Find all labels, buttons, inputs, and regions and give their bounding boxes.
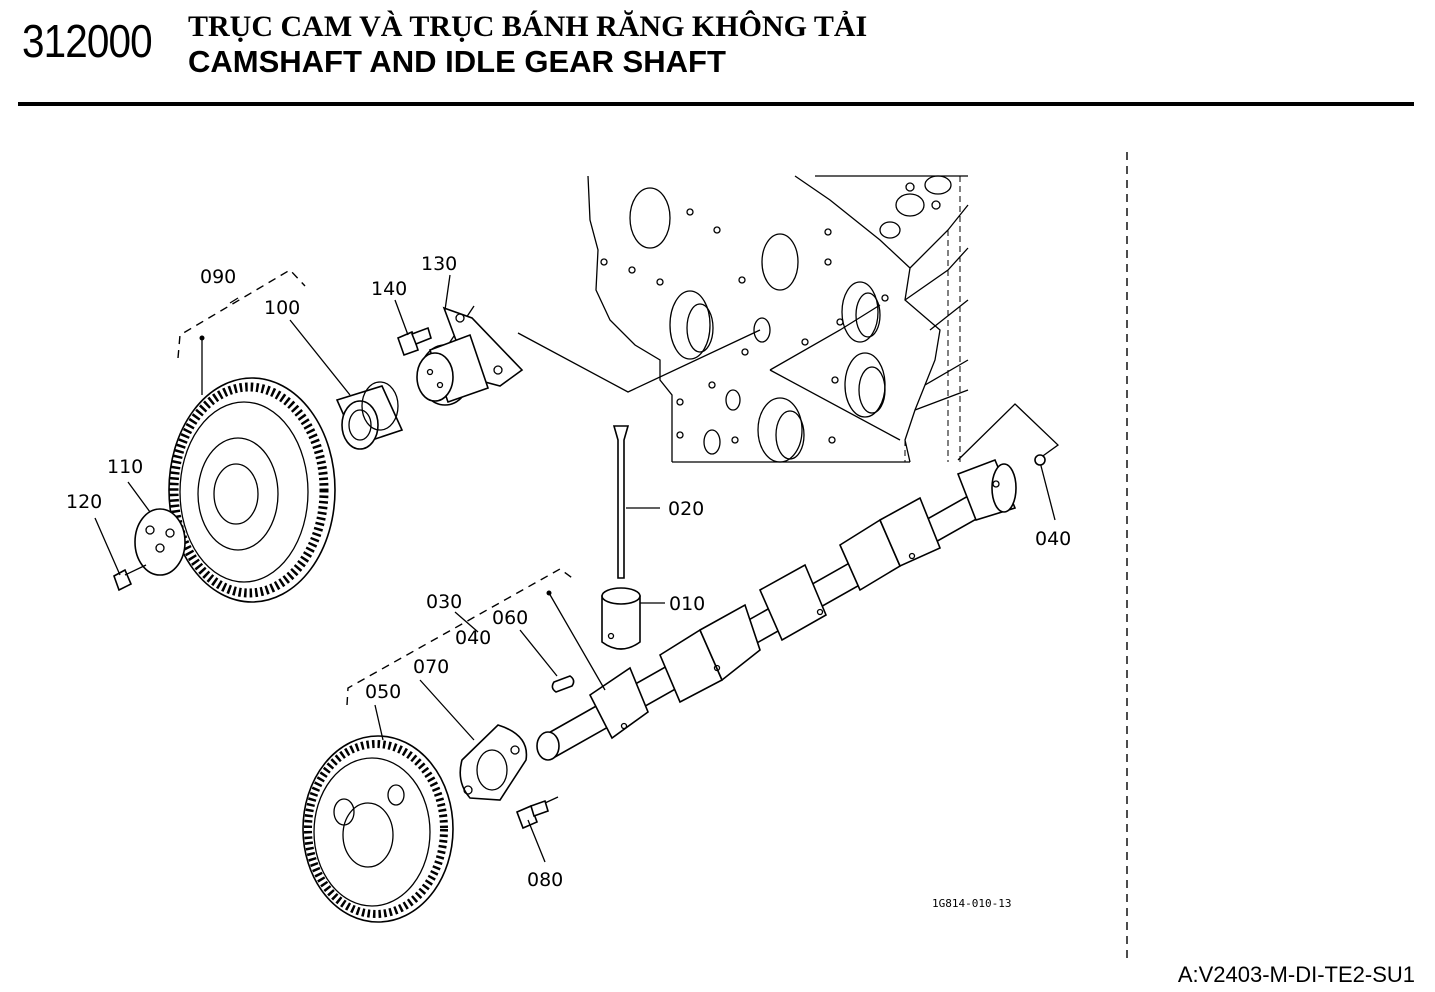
callout-060: 060	[492, 607, 528, 629]
thrust-collar	[113, 508, 186, 592]
page-title-vietnamese: TRỤC CAM VÀ TRỤC BÁNH RĂNG KHÔNG TẢI	[188, 10, 868, 43]
figure-code: 1G814-010-13	[932, 897, 1011, 910]
idle-gear-shaft	[416, 306, 524, 406]
idle-shaft-bolt	[396, 326, 432, 357]
cam-gear	[302, 735, 454, 923]
push-rod	[612, 425, 630, 579]
callout-120: 120	[66, 491, 102, 513]
callout-140: 140	[371, 278, 407, 300]
header-divider	[18, 102, 1414, 106]
camshaft	[536, 458, 1017, 761]
idle-gear-bushing	[335, 381, 404, 450]
callout-040-plug: 040	[1035, 528, 1071, 550]
idle-gear	[168, 377, 336, 603]
callout-030: 030	[426, 591, 462, 613]
stopper-bolt	[515, 796, 559, 830]
callout-070: 070	[413, 656, 449, 678]
document-code: A:V2403-M-DI-TE2-SU1	[1177, 962, 1415, 987]
callout-080: 080	[527, 869, 563, 891]
callout-100: 100	[264, 297, 300, 319]
camshaft-stopper	[459, 724, 528, 801]
callout-050: 050	[365, 681, 401, 703]
engine-block	[587, 175, 969, 463]
callout-040-camshaft: 040	[455, 627, 491, 649]
tappet	[601, 587, 641, 650]
page-code: 312000	[22, 15, 153, 67]
callout-020: 020	[668, 498, 704, 520]
page-title-english: CAMSHAFT AND IDLE GEAR SHAFT	[188, 44, 726, 79]
callout-090: 090	[200, 266, 236, 288]
callout-130: 130	[421, 253, 457, 275]
callout-010: 010	[669, 593, 705, 615]
callout-110: 110	[107, 456, 143, 478]
feather-key	[551, 675, 575, 693]
